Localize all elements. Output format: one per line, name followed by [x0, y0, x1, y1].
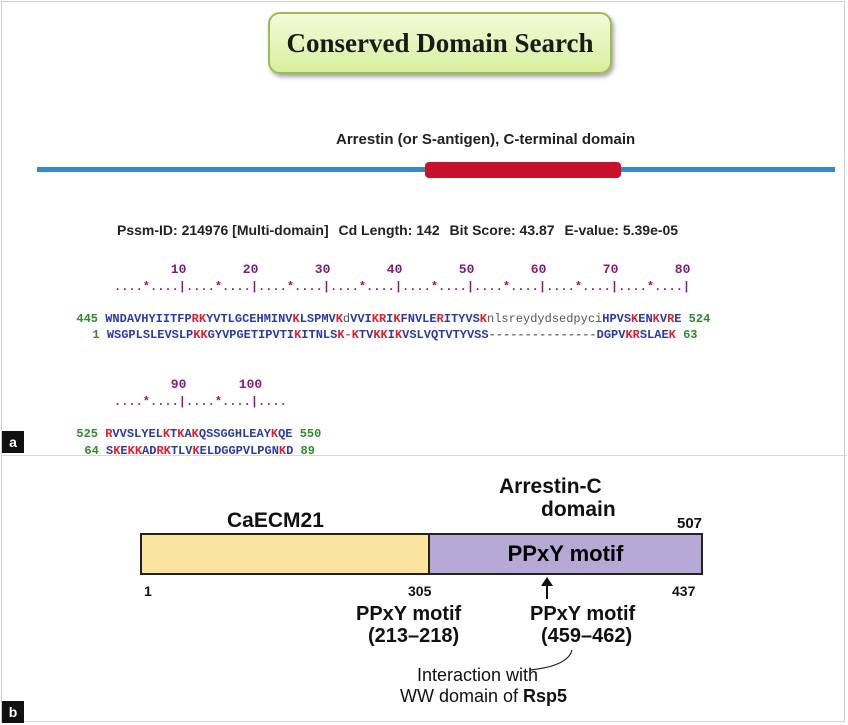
ruler-position-label: 20	[242, 262, 259, 277]
arrestin-c-segment[interactable]: PPxY motif	[430, 535, 701, 573]
arrestin-c-title-line1: Arrestin-C	[499, 475, 602, 498]
query-sequence: WNDAVHYIITFPRKYVTLGCEHMINVKLSPMVKdVVIKRI…	[105, 312, 682, 326]
panel-tag-a: a	[2, 431, 24, 453]
interaction-connector	[529, 649, 573, 671]
motif1-range: (213–218)	[368, 625, 460, 647]
panel-tag-b: b	[2, 701, 24, 723]
ruler-position-label: 50	[458, 262, 475, 277]
bit-score: Bit Score: 43.87	[449, 222, 555, 238]
page-title: Conserved Domain Search	[286, 27, 594, 58]
position-305: 305	[408, 583, 432, 599]
subject-sequence: SKEKKADRKTLVKELDGGPVLPGNKD	[106, 444, 294, 458]
query-end: 524	[688, 312, 711, 326]
subject-start: 1	[92, 328, 100, 342]
title-box: Conserved Domain Search	[268, 12, 612, 74]
motif-arrow-shaft	[546, 583, 548, 599]
subject-start: 64	[84, 444, 99, 458]
motif2-range: (459–462)	[541, 625, 633, 647]
interaction-line2: WW domain of Rsp5	[400, 686, 567, 707]
query-start: 445	[76, 312, 99, 326]
arrestin-domain-bar[interactable]	[425, 162, 621, 178]
query-row-block2: 525 RVVSLYELKTKAKQSSGGHLEAYKQE 550	[62, 413, 321, 441]
interaction-line1: Interaction with	[417, 665, 539, 685]
ruler-position-label: 30	[314, 262, 331, 277]
ruler-position-label: 60	[530, 262, 547, 277]
query-start: 525	[76, 427, 99, 441]
alignment-stats: Pssm-ID: 214976 [Multi-domain] Cd Length…	[117, 222, 684, 238]
domain-label: Arrestin (or S-antigen), C-terminal doma…	[336, 131, 636, 148]
protein-diagram: PPxY motif	[140, 533, 703, 575]
cd-length: Cd Length: 142	[338, 222, 440, 238]
rsp5-label: Rsp5	[523, 686, 568, 706]
panel-divider	[1, 455, 847, 456]
position-start: 1	[144, 583, 152, 599]
query-end: 550	[299, 427, 322, 441]
subject-end: 89	[300, 444, 315, 458]
query-row-block1: 445 WNDAVHYIITFPRKYVTLGCEHMINVKLSPMVKdVV…	[62, 298, 710, 326]
subject-row-block2: 64 SKEKKADRKTLVKELDGGPVLPGNKD 89	[70, 430, 315, 458]
position-437: 437	[672, 583, 696, 599]
interaction-prefix: WW domain of	[400, 686, 524, 706]
motif-arrow-icon	[541, 577, 553, 586]
arrestin-c-title-line2: domain	[541, 498, 616, 521]
e-value: E-value: 5.39e-05	[564, 222, 679, 238]
query-sequence: RVVSLYELKTKAKQSSGGHLEAYKQE	[105, 427, 293, 441]
motif2-label: PPxY motif	[530, 603, 636, 625]
ruler-block1: ....*....|....*....|....*....|....*....|…	[114, 280, 691, 294]
ruler-position-label: 70	[602, 262, 619, 277]
ruler-position-label: 80	[674, 262, 691, 277]
position-end: 507	[677, 515, 703, 532]
ruler-position-label: 90	[170, 377, 187, 392]
ruler-position-label: 10	[170, 262, 187, 277]
pssm-id: Pssm-ID: 214976 [Multi-domain]	[117, 222, 329, 238]
n-terminal-segment[interactable]	[142, 535, 430, 573]
arrestin-inner-label: PPxY motif	[507, 541, 624, 566]
subject-sequence: WSGPLSLEVSLPKKGYVPGETIPVTIKITNLSK-KTVKKI…	[106, 328, 676, 342]
subject-end: 63	[683, 328, 698, 342]
motif1-label: PPxY motif	[356, 603, 462, 625]
subject-row-block1: 1 WSGPLSLEVSLPKKGYVPGETIPVTIKITNLSK-KTVK…	[78, 314, 697, 342]
ruler-block2: ....*....|....*....|....	[114, 395, 287, 409]
protein-name: CaECM21	[227, 509, 324, 532]
ruler-position-label: 40	[386, 262, 403, 277]
ruler-position-label: 100	[238, 377, 263, 392]
